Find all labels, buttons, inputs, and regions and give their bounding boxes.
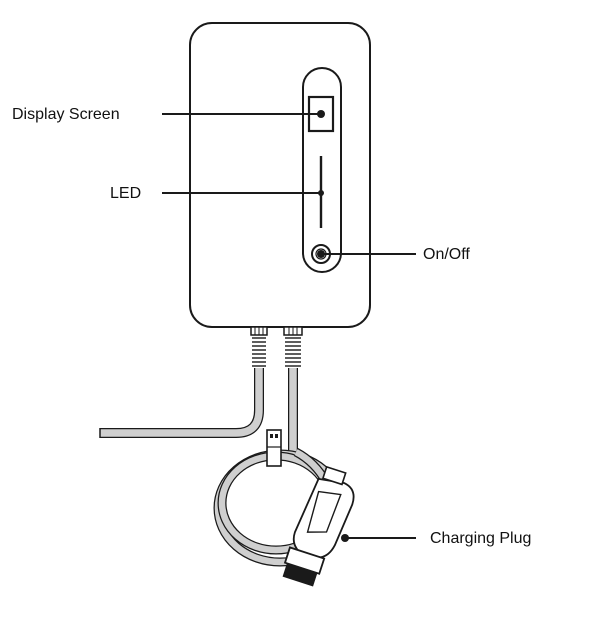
right-gland-spring — [285, 337, 301, 367]
on-off-dot — [317, 250, 325, 258]
callouts — [162, 110, 416, 542]
supply-cable — [99, 368, 264, 438]
charging-plug-dot — [341, 534, 349, 542]
led-dot — [318, 190, 324, 196]
hook-body — [266, 429, 282, 467]
label-led: LED — [110, 185, 141, 202]
left-gland-spring — [252, 337, 266, 367]
label-display-screen: Display Screen — [12, 106, 120, 123]
label-charging-plug: Charging Plug — [430, 530, 531, 547]
cable-glands — [250, 326, 303, 367]
charger-unit — [189, 22, 371, 328]
display-screen-dot — [317, 110, 325, 118]
plug-head-tip — [282, 563, 318, 587]
charging-plug — [282, 465, 355, 587]
cable-hook — [266, 429, 282, 467]
label-on-off: On/Off — [423, 246, 470, 263]
charger-housing — [189, 22, 371, 328]
